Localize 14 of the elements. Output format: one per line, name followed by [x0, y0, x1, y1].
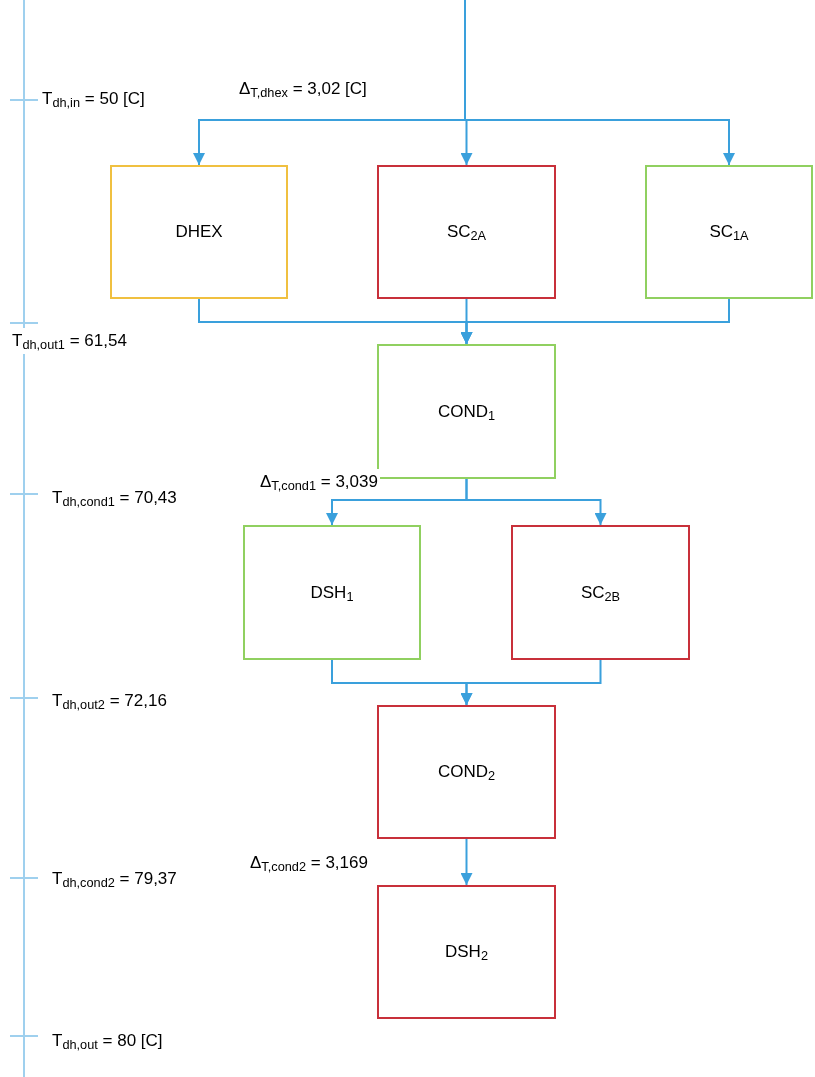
temperature-label: Δ$_{T,cond1}$ = 3,039	[258, 469, 380, 495]
temperature-label: T$_{dh,out1}$ = 61,54	[10, 328, 129, 354]
process-box: DSH$_{1}$	[243, 525, 421, 660]
process-box: SC$_{1A}$	[645, 165, 813, 299]
arrow	[460, 298, 730, 345]
arrow	[460, 659, 602, 706]
process-box: COND$_{1}$	[377, 344, 556, 479]
arrow	[460, 838, 473, 886]
process-box: DSH$_{2}$	[377, 885, 556, 1019]
process-box: DHEX	[110, 165, 288, 299]
process-box: SC$_{2A}$	[377, 165, 556, 299]
process-box: SC$_{2B}$	[511, 525, 690, 660]
process-box: COND$_{2}$	[377, 705, 556, 839]
arrow	[465, 478, 607, 526]
